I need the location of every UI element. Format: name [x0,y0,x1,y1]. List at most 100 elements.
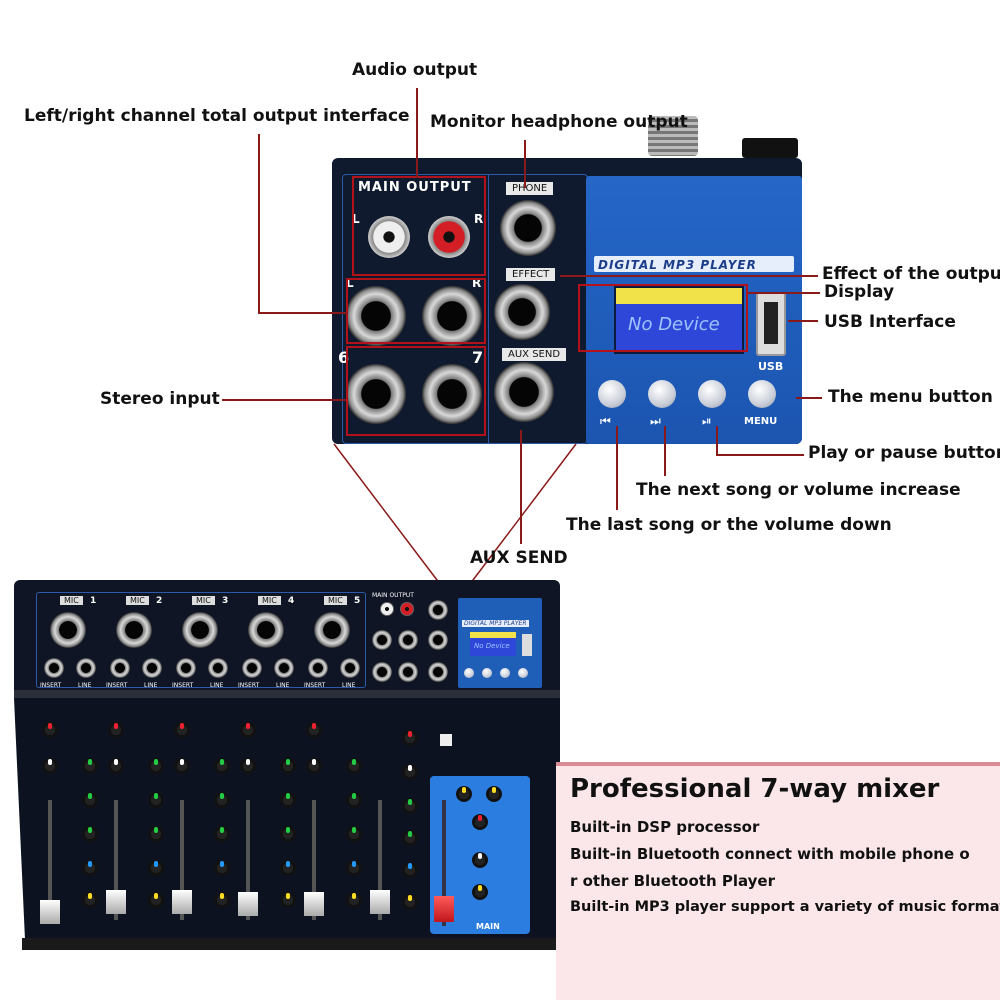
master-knob[interactable] [472,814,488,830]
next-button[interactable] [648,380,676,408]
ch2-high-knob[interactable] [148,758,164,774]
ch1-aux-knob[interactable] [82,860,98,876]
ch4-mid-knob[interactable] [280,792,296,808]
ch5-aux-knob[interactable] [346,860,362,876]
mini-usb[interactable] [522,634,532,656]
ch2-gain-knob[interactable] [108,722,124,738]
ch1-gain-knob[interactable] [42,722,58,738]
mini-rca-left[interactable] [380,602,394,616]
ch1-xlr-jack[interactable] [50,612,86,648]
phone-jack[interactable] [500,200,556,256]
ch4-low-knob[interactable] [280,826,296,842]
ch4-line-jack[interactable] [274,658,294,678]
rep-knob[interactable] [486,786,502,802]
stereo-high-knob[interactable] [402,798,418,814]
ch1-insert-jack[interactable] [44,658,64,678]
ch5-fader[interactable] [304,892,324,916]
ch5-mid-knob[interactable] [346,792,362,808]
ch2-line-jack[interactable] [142,658,162,678]
ch1-pan-knob[interactable] [42,758,58,774]
stereo-aux-knob[interactable] [402,862,418,878]
ch3-low-knob[interactable] [214,826,230,842]
mini-menu-button[interactable] [518,668,528,678]
ch3-fader[interactable] [172,890,192,914]
ch3-fader-track [180,800,184,920]
ch3-insert-jack[interactable] [176,658,196,678]
ch5-insert-jack[interactable] [308,658,328,678]
mini-phone[interactable] [428,600,448,620]
mini-effect[interactable] [428,630,448,650]
aux-send-knob[interactable] [472,884,488,900]
ch1-high-knob[interactable] [82,758,98,774]
ch5-line-jack[interactable] [340,658,360,678]
mini-aux[interactable] [428,662,448,682]
menu-button[interactable] [748,380,776,408]
phone-knob[interactable] [472,852,488,868]
ch4-gain-knob[interactable] [240,722,256,738]
prev-button[interactable] [598,380,626,408]
ch5-high-knob[interactable] [346,758,362,774]
delay-knob[interactable] [456,786,472,802]
ch1-mid-knob[interactable] [82,792,98,808]
stereo-fader[interactable] [370,890,390,914]
mini-play-button[interactable] [500,668,510,678]
ch5-pan-knob[interactable] [306,758,322,774]
stereo-gain-knob[interactable] [402,730,418,746]
usb-port[interactable] [756,292,786,356]
ch3-high-knob[interactable] [214,758,230,774]
ch2-xlr-jack[interactable] [116,612,152,648]
ch5-low-knob[interactable] [346,826,362,842]
ch4-eff-knob[interactable] [280,892,296,908]
main-fader[interactable] [434,896,454,922]
ch5-gain-knob[interactable] [306,722,322,738]
stereo-bal-knob[interactable] [402,764,418,780]
stereo-input-7-jack[interactable] [422,364,482,424]
ch2-mid-knob[interactable] [148,792,164,808]
phantom-button[interactable] [440,734,452,746]
stereo-mid-knob[interactable] [402,830,418,846]
ch2-insert-jack[interactable] [110,658,130,678]
rca-left-jack[interactable] [368,216,410,258]
mini-lr-left[interactable] [372,630,392,650]
play-pause-button[interactable] [698,380,726,408]
aux-send-jack[interactable] [494,362,554,422]
mini-lr-right[interactable] [398,630,418,650]
ch3-xlr-jack[interactable] [182,612,218,648]
ch1-low-knob[interactable] [82,826,98,842]
ch3-line-jack[interactable] [208,658,228,678]
mini-rca-right[interactable] [400,602,414,616]
ch1-fader[interactable] [40,900,60,924]
ch3-gain-knob[interactable] [174,722,190,738]
ch4-aux-knob[interactable] [280,860,296,876]
ch2-eff-knob[interactable] [148,892,164,908]
ch5-xlr-jack[interactable] [314,612,350,648]
stereo-eff-knob[interactable] [402,894,418,910]
ch1-line-jack[interactable] [76,658,96,678]
line-monitor [524,140,526,188]
ch3-aux-knob[interactable] [214,860,230,876]
mini-next-button[interactable] [482,668,492,678]
ch3-mid-knob[interactable] [214,792,230,808]
ch2-pan-knob[interactable] [108,758,124,774]
ch3-pan-knob[interactable] [174,758,190,774]
ch4-pan-knob[interactable] [240,758,256,774]
mini-prev-button[interactable] [464,668,474,678]
rca-right-jack[interactable] [428,216,470,258]
mini-stereo-6[interactable] [372,662,392,682]
ch5-eff-knob[interactable] [346,892,362,908]
lr-output-right-jack[interactable] [422,286,482,346]
ch4-xlr-jack[interactable] [248,612,284,648]
ch2-fader[interactable] [106,890,126,914]
ch2-low-knob[interactable] [148,826,164,842]
effect-jack[interactable] [494,284,550,340]
mini-stereo-7[interactable] [398,662,418,682]
lr-output-left-jack[interactable] [346,286,406,346]
ch4-fader[interactable] [238,892,258,916]
ch3-eff-knob[interactable] [214,892,230,908]
ch1-eff-knob[interactable] [82,892,98,908]
ch4-high-knob[interactable] [280,758,296,774]
ch4-insert-jack[interactable] [242,658,262,678]
stereo-input-6-jack[interactable] [346,364,406,424]
ch2-aux-knob[interactable] [148,860,164,876]
highlight-display [578,284,748,352]
